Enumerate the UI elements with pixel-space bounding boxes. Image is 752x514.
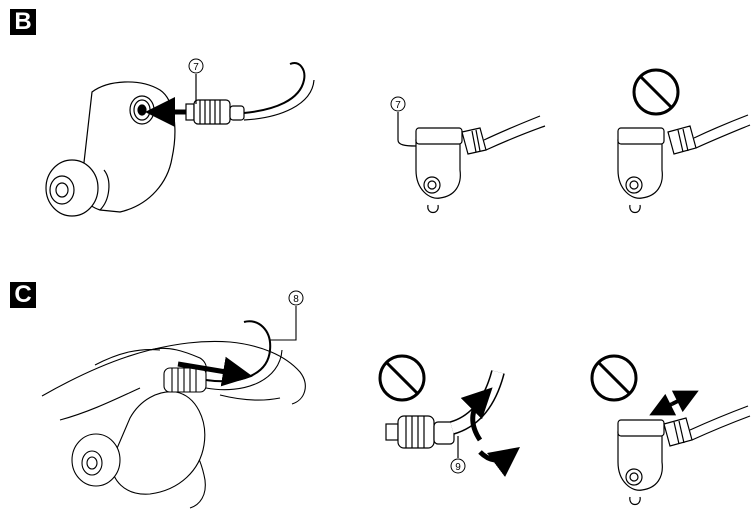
c-no-twist-illustration xyxy=(386,372,508,460)
callout-9: 9 xyxy=(451,459,465,473)
prohibition-icon-b3 xyxy=(634,70,678,114)
b-earbud-insert-illustration xyxy=(46,63,314,216)
callout-7-b2: 7 xyxy=(391,97,405,111)
prohibition-icon-c3 xyxy=(592,356,636,400)
b-incorrect-connection-illustration xyxy=(618,115,750,213)
b-correct-connection-illustration xyxy=(398,112,545,213)
callout-9-label: 9 xyxy=(455,462,461,473)
c-hand-detach-illustration xyxy=(42,306,305,508)
callout-7-b2-label: 7 xyxy=(395,100,401,111)
callout-7-b1: 7 xyxy=(189,59,203,73)
callout-7-b1-label: 7 xyxy=(193,62,199,73)
c-no-push-pull-illustration xyxy=(618,396,750,505)
callout-8-label: 8 xyxy=(293,294,299,305)
prohibition-icon-c2 xyxy=(380,356,424,400)
callout-8: 8 xyxy=(289,291,303,305)
